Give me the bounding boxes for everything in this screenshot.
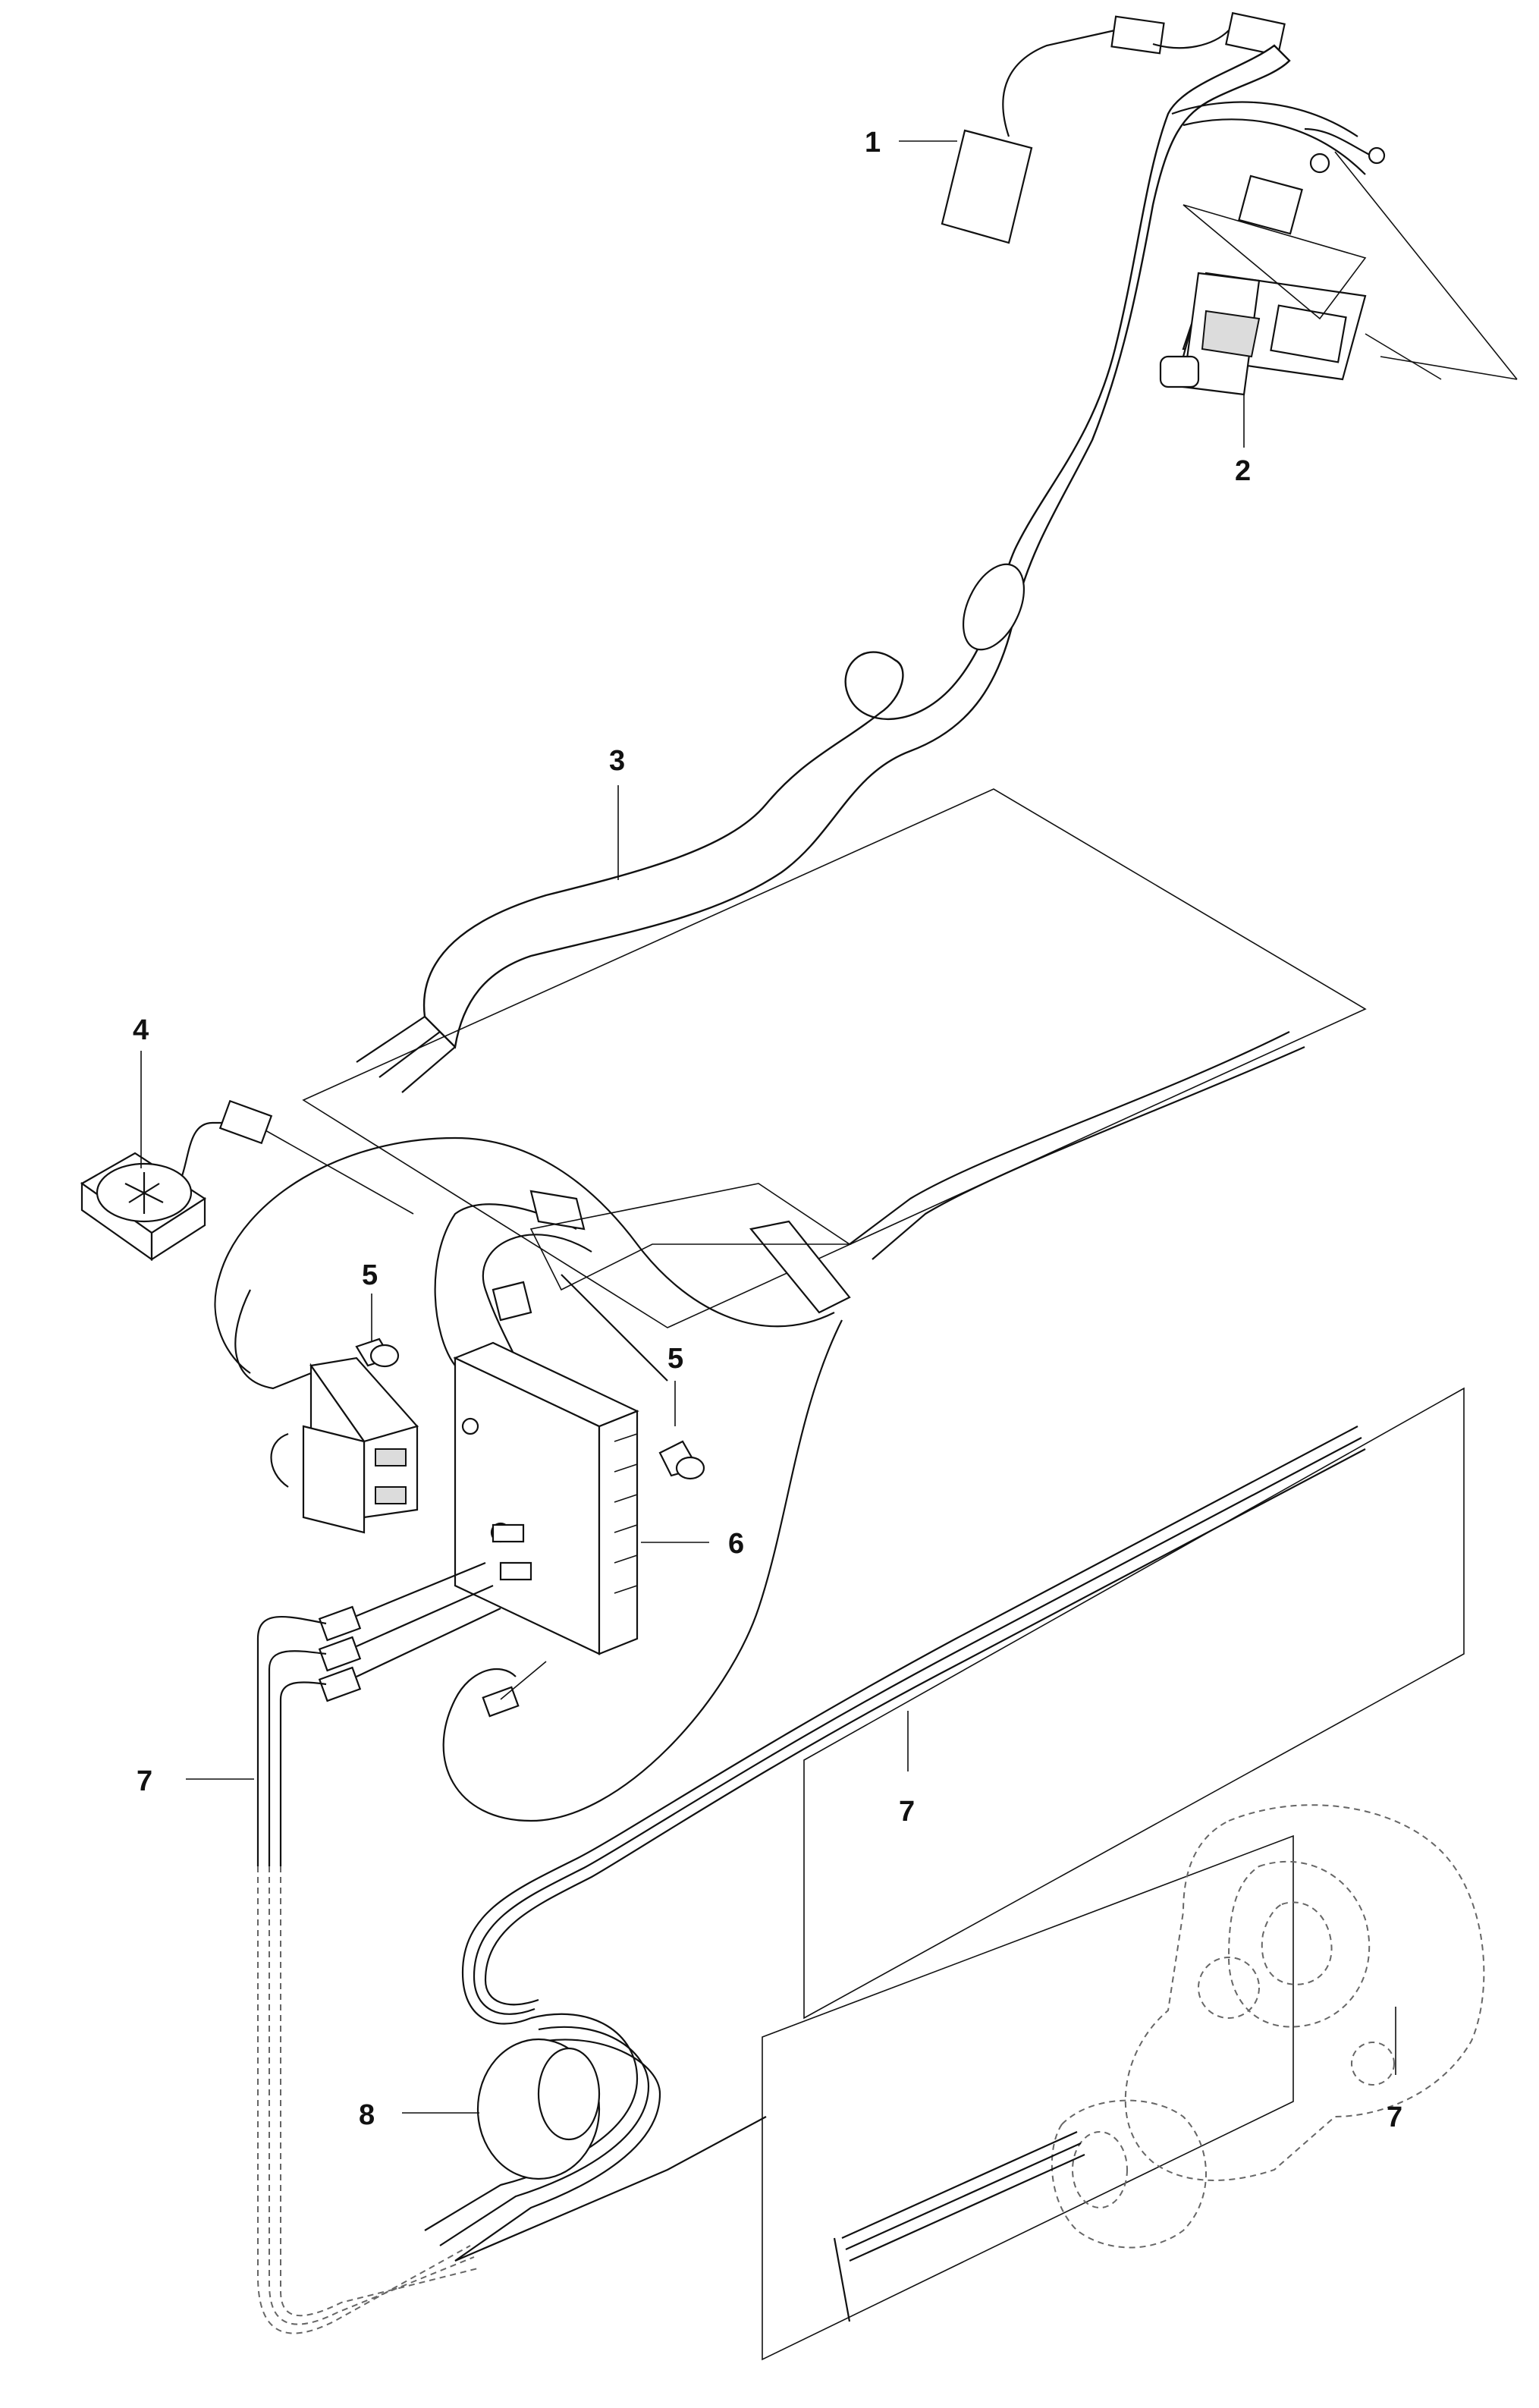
- callout-2: 2: [1235, 455, 1251, 487]
- reference-plane-motor: [762, 1834, 1294, 2361]
- part-motor-housing: [833, 1804, 1485, 2322]
- callout-3: 3: [609, 745, 625, 777]
- part-label-sticker: [941, 11, 1286, 244]
- callout-7-right: 7: [1387, 2101, 1402, 2133]
- callout-7-left: 7: [137, 1765, 152, 1797]
- part-lead-wires-left: [256, 1561, 547, 2334]
- callout-5-left: 5: [362, 1259, 378, 1291]
- callout-4: 4: [133, 1014, 149, 1046]
- callout-7-middle: 7: [899, 1796, 915, 1828]
- part-control-board: [453, 1341, 639, 1655]
- part-switch-assembly: [1159, 127, 1518, 396]
- callout-8: 8: [359, 2099, 375, 2131]
- reference-plane-upper: [302, 788, 1367, 1328]
- part-ferrite-core: [424, 2013, 767, 2262]
- reference-plane-lower: [803, 1387, 1465, 2020]
- callout-1: 1: [865, 127, 881, 159]
- part-motor-lead-bundle: [461, 1387, 1465, 2025]
- callout-6: 6: [728, 1528, 744, 1560]
- part-main-harness: [356, 44, 1366, 1093]
- part-screw-right: [658, 1381, 705, 1480]
- part-relay-module: [234, 1289, 419, 1534]
- part-screw-left: [355, 1294, 400, 1368]
- callout-5-right: 5: [667, 1343, 683, 1375]
- part-cooling-fan: [80, 1099, 414, 1262]
